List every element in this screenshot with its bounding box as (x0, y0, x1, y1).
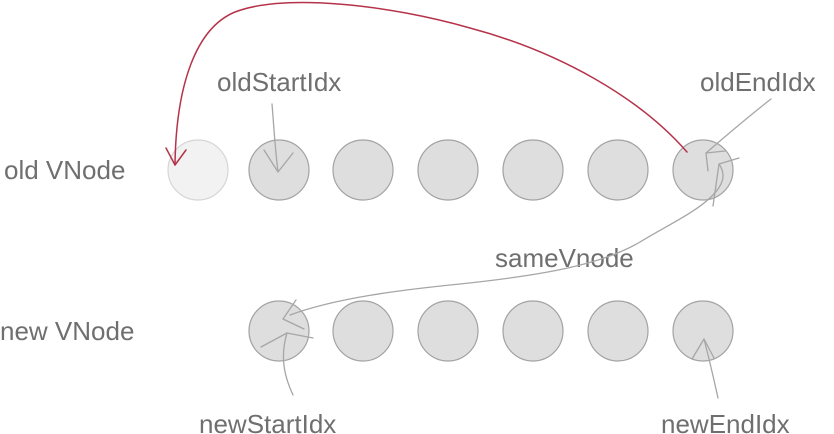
old-vnode-placeholder (167, 139, 229, 201)
old-end-idx-pointer (705, 98, 772, 172)
new-vnode (332, 300, 394, 362)
old-vnode (417, 139, 479, 201)
old-vnode-row (167, 139, 734, 201)
new-start-idx-label: newStartIdx (199, 409, 336, 434)
old-start-idx-label: oldStartIdx (217, 67, 341, 97)
same-vnode-label: sameVnode (495, 243, 634, 273)
same-vnode-connector (282, 157, 740, 330)
old-vnode (332, 139, 394, 201)
new-vnode-row-label: new VNode (0, 316, 134, 346)
new-end-idx-pointer (691, 338, 719, 399)
new-vnode (417, 300, 479, 362)
new-vnode (587, 300, 649, 362)
old-start-idx-pointer (263, 103, 294, 173)
new-start-idx-pointer (260, 332, 314, 396)
old-vnode (502, 139, 564, 201)
new-vnode (502, 300, 564, 362)
new-vnode (672, 300, 734, 362)
new-vnode-row (248, 300, 734, 362)
old-vnode (672, 139, 734, 201)
new-end-idx-label: newEndIdx (661, 409, 790, 434)
old-vnode-row-label: old VNode (4, 155, 125, 185)
new-vnode (248, 300, 310, 362)
old-vnode (587, 139, 649, 201)
old-end-idx-label: oldEndIdx (700, 67, 816, 97)
move-arrow (165, 1, 688, 166)
